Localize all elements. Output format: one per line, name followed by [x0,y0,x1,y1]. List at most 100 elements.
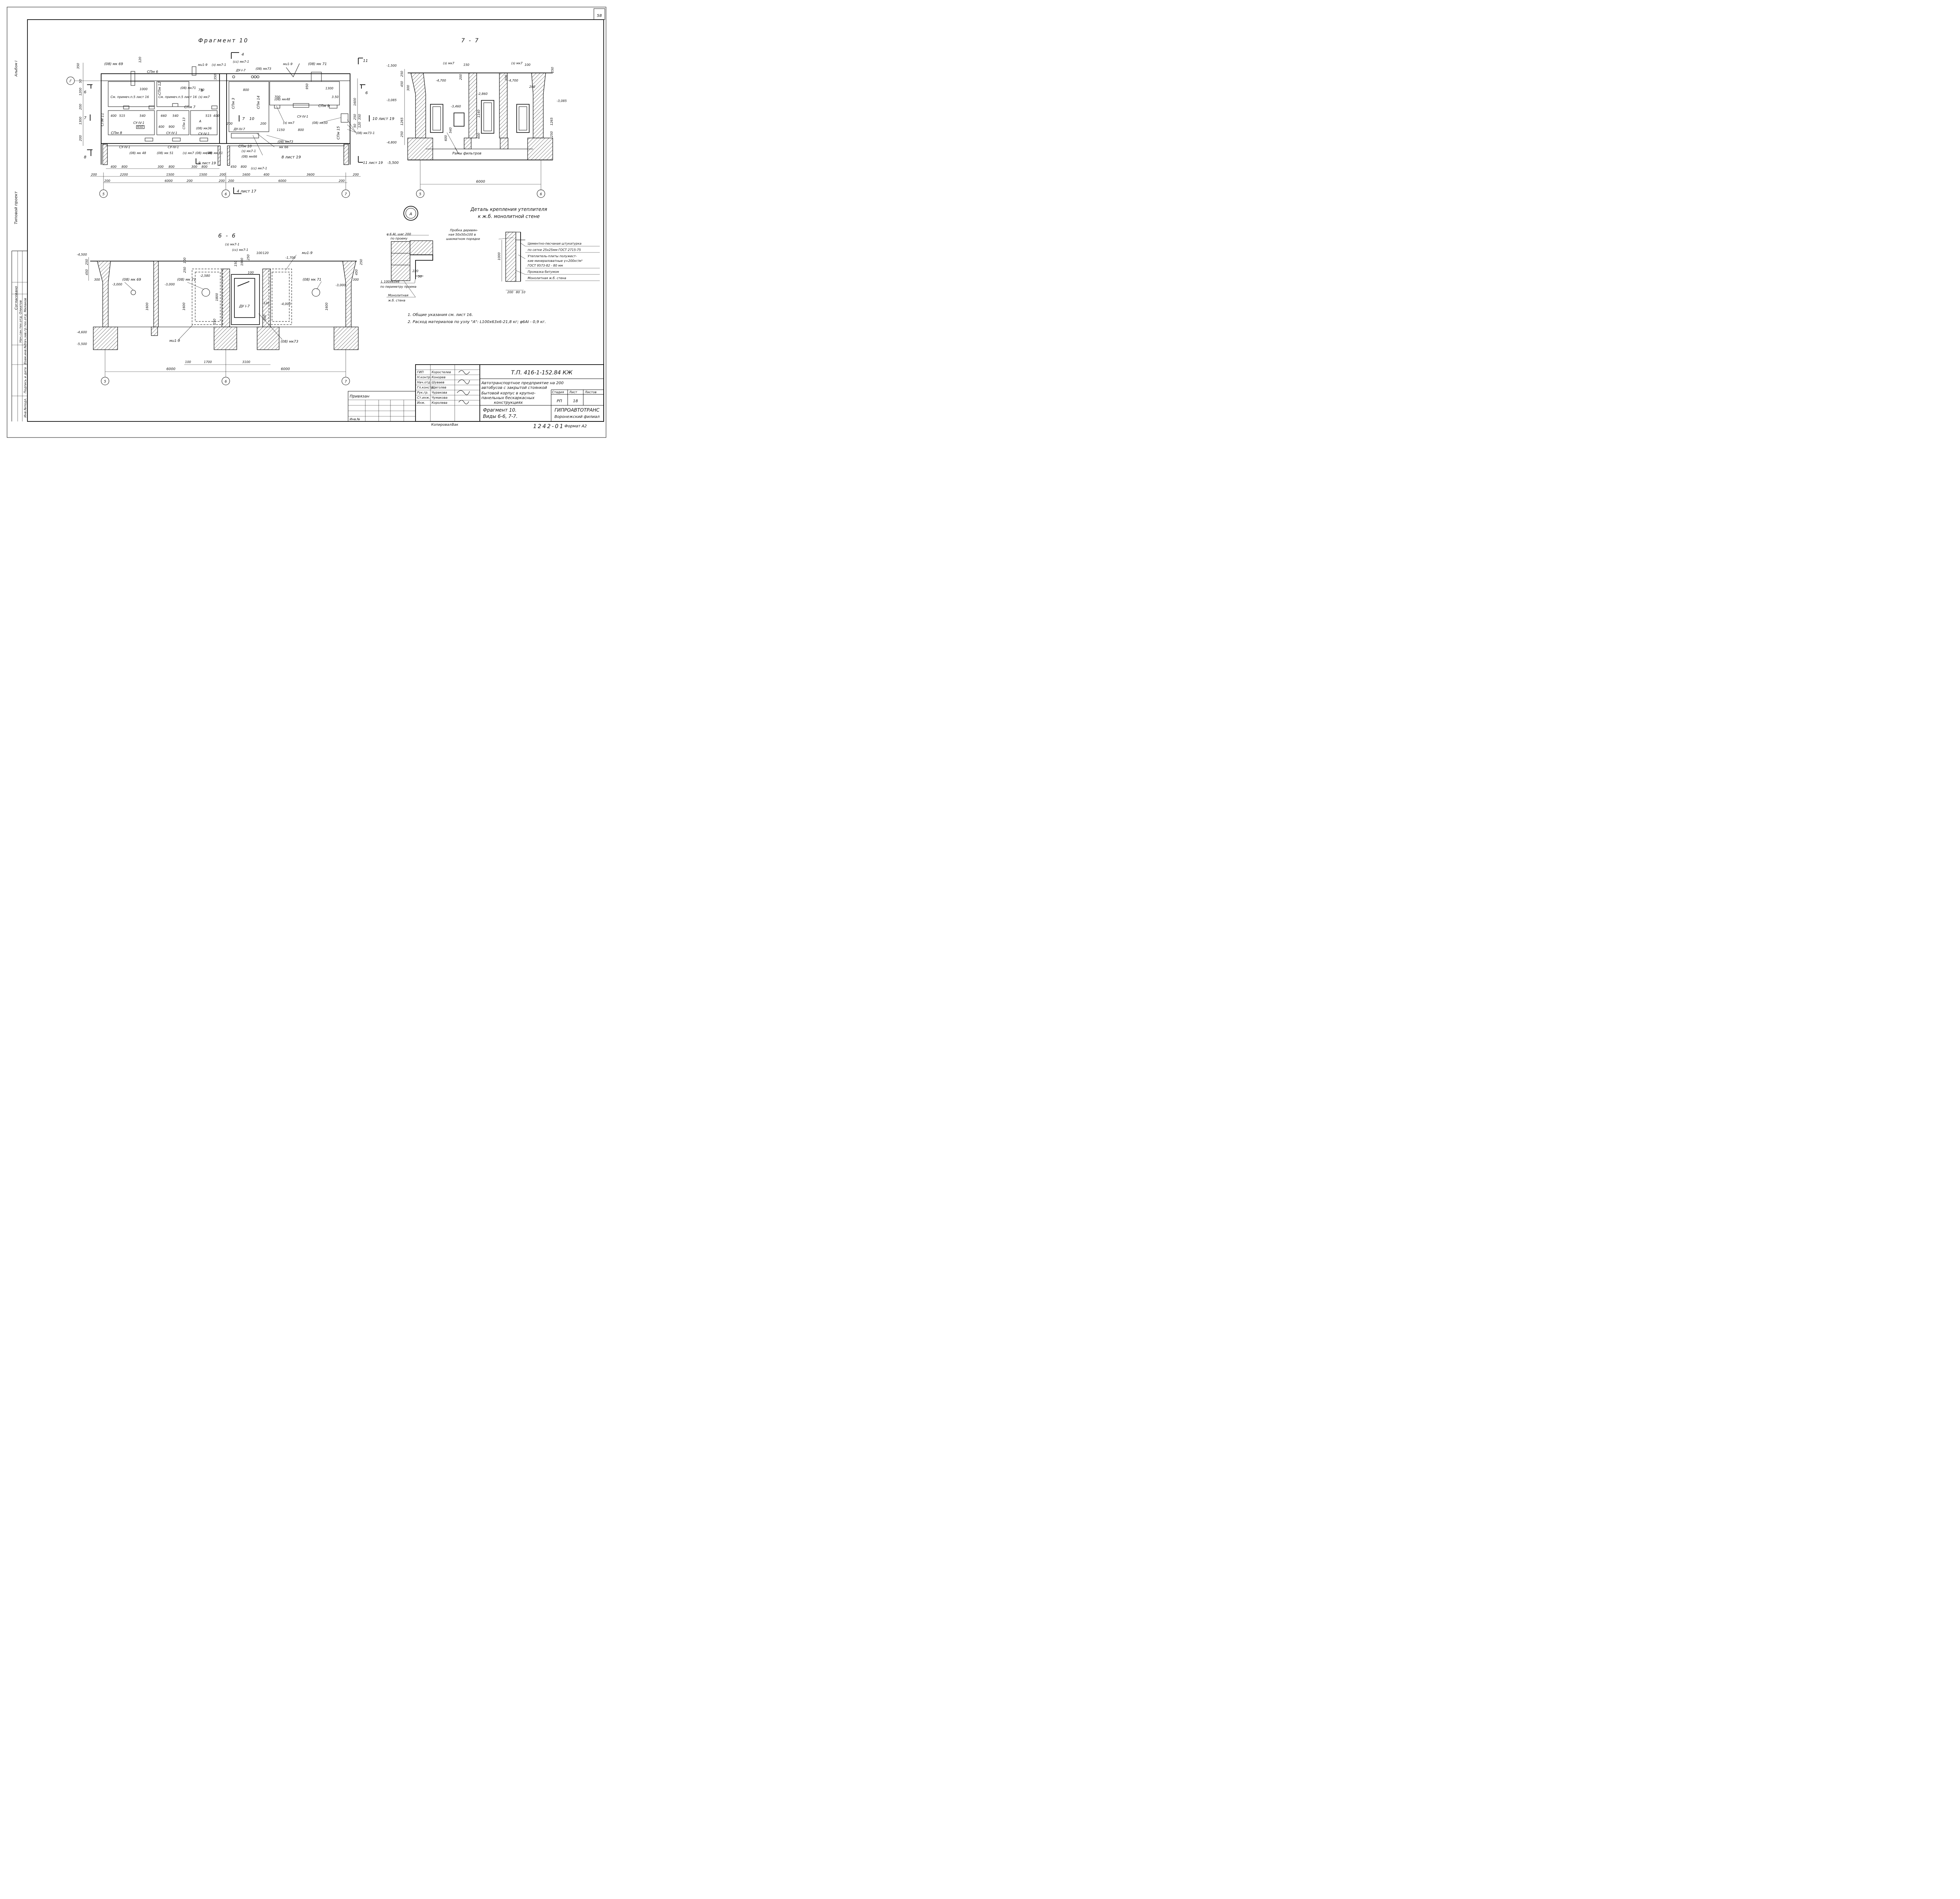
s66-dim-250: 250 [85,259,89,265]
s66-label-mk7-1: (з) мк7-1 [225,243,240,246]
dim-515-a: 515 [119,114,125,118]
note-2: 2. Расход материалов по узлу "А": L100x6… [408,320,546,324]
s66-dim-1800: 1800 [215,293,219,301]
tb-stage: РП [557,399,562,403]
section-77-title: 7 - 7 [461,38,480,44]
inv-col-3: Взам.инв.№ [24,345,27,364]
dim-right-1600: 1600 [353,98,357,106]
section-mark-11: 11 [363,59,368,63]
dim-left-1300: 1300 [79,117,82,125]
label-su-iv-1-d: СУ-IV-1 [119,145,130,149]
dim-b3-200e: 200 [339,179,345,183]
section-mark-9-sheet: 9 лист 19 [198,162,216,165]
beam-spm12: СПм 12 [158,82,162,95]
label-mu1-9-b: мu1-9 [283,62,292,66]
label-mk71-mid: (08) мк71 [180,86,196,90]
inv-col-1: Инв.№подл. [24,398,27,418]
detail-a-rebar-2: по проему [390,237,408,240]
tb-name-4: Щеголев [432,386,446,389]
label-mk7-1-b: (з) мк7-1 [241,149,256,153]
detail-a-angle: L 100x63x6 [381,280,399,283]
section-mark-4-sheet: 4 лист 17 [237,189,256,194]
s77-dim-600b: 600 [444,135,448,141]
s77-dim-600: 600 [477,133,481,139]
dim-b3-200d: 200 [228,179,234,183]
dim-b2-200: 200 [91,173,97,176]
dim-b3-6000: 6000 [165,179,172,183]
s66-dim-300: 300 [94,278,100,281]
section-mark-7-left: 7 [84,116,87,120]
beam-spm15: СПм 15 [337,126,341,140]
s66-label-cc-mk7-1: (сс) мк7-1 [232,248,249,252]
dim-b1-300: 300 [158,165,163,169]
detail-a-layer-5: ГОСТ 9573-82 - 80 мм [528,264,563,267]
s77-axis-5: 5 [419,192,421,196]
dim-200-a: 200 [227,122,232,125]
beam-spm3: СПм 3 [232,98,236,109]
dim-b2-200c: 200 [353,173,359,176]
dim-b2-1600: 1600 [242,173,250,176]
detail-a-80: 80 [516,290,520,294]
detail-a-layer-2: по сетке 25x25мм ГОСТ 2715-75 [528,248,581,252]
tb-name-6: Чумакова [432,396,448,399]
dim-left-200: 200 [79,104,82,110]
detail-a-plug-2: ная 50x50x100 в [448,233,476,236]
section-mark-10: 10 [249,117,254,121]
dim-b1-800d: 800 [241,165,247,169]
tb-role-5: Рук.гр. [417,391,428,394]
s66-dim-450: 450 [85,269,89,275]
s66-axis-6: 6 [225,380,227,384]
tb-project-1: Автотранспортное предприятие на 200 [481,381,564,385]
tb-drawing-2: Виды 6-6, 7-7. [483,414,517,419]
tb-object-3: конструкциях [494,401,523,405]
s77-dim-1140: 1140 [477,110,481,118]
dim-b2-3600: 3600 [307,173,314,176]
signature-1 [458,370,470,374]
section-mark-6-right: 6 [365,91,368,95]
dim-650: 650 [137,125,143,129]
s77-axis-6: 6 [540,192,542,196]
s66-dim-150: 150 [234,261,238,267]
s66-axis-7: 7 [345,380,347,384]
label-mk73-top: (08) мк73 [256,67,271,71]
dim-right-120: 120 [358,122,361,128]
s66-label-mu1-9-a: мu1-9 [302,251,312,255]
s66-dim-250e: 250 [213,319,216,325]
s77-dim-250b: 250 [400,131,404,137]
s66-dim-1600-c: 1600 [325,303,328,310]
label-mk48-a: (08) мк48 [274,98,290,101]
s66-label-du-i-7: ДУ I-7 [239,305,250,309]
label-node-a: А [199,120,201,123]
elev-fragment: -5,500 [387,161,399,165]
s77-dim-200c: 200 [529,85,535,89]
s77-elev-4700-a: -4,700 [436,79,446,82]
s66-dim-100: 100 [183,258,187,263]
label-mk36: (08) мк36 [196,127,212,130]
dim-b1-800: 800 [122,165,127,169]
tb-role-2: Н.контр. [417,376,431,379]
s66-dim-b-1700: 1700 [204,360,212,364]
beam-spm10: СПм 10 [238,145,252,149]
label-mk66: (08) мк66 [241,155,257,158]
detail-a-layer-7: Монолитная ж.б. стена [528,276,566,280]
tb-name-2: Конорев [432,376,446,379]
detail-a-title-1: Деталь крепления утеплителя [470,207,547,212]
s77-elev-3085-l: -3,085 [387,98,397,102]
beam-spm7: СПм 7 [184,105,196,109]
detail-a-marker: А [409,212,412,216]
agreed-stamp: Согласовано [15,286,18,310]
label-su-iv-1-a: СУ-IV-1 [133,121,144,125]
tb-org-2: Воронежский филиал [554,415,600,419]
detail-a-10: 10 [521,290,525,294]
axis-row-g: Г [69,80,72,84]
beam-spm6: СПм 6 [147,70,158,74]
dim-b2-400: 400 [263,173,269,176]
s66-span-1: 6000 [167,367,176,371]
axis-5-plan: 5 [102,192,105,196]
dim-950: 950 [305,84,309,89]
detail-a-plug-1: Пробка деревян- [450,229,478,232]
s66-dim-250d: 250 [359,259,363,265]
label-du-iv-7: ДУ-IV-7 [233,127,245,131]
label-mu1-9-a: мu1-9 [198,63,207,67]
dim-left-200b: 200 [79,135,82,141]
